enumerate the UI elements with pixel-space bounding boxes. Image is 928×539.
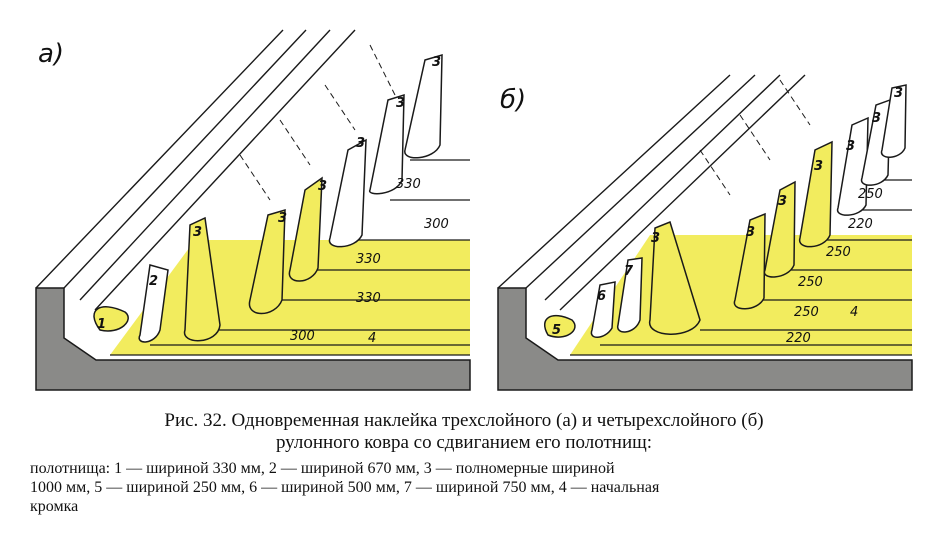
panel-a-dashed-joints — [239, 44, 396, 201]
edge-number: 4 — [850, 305, 858, 320]
roll-sheet-diagram: а) — [35, 29, 913, 391]
panel-a-dimensions: 330 300 330 330 300 4 — [290, 177, 449, 346]
figure-caption-title: Рис. 32. Одновременная наклейка трехслой… — [0, 410, 928, 454]
edge-number: 4 — [368, 331, 376, 346]
caption-line: Рис. 32. Одновременная наклейка трехслой… — [164, 410, 764, 431]
sheet-number: 3 — [396, 96, 405, 111]
legend-line: 1000 мм, 5 — шириной 250 мм, 6 — шириной… — [30, 479, 660, 496]
sheet-number: 3 — [193, 225, 202, 240]
legend-line: полотнища: 1 — шириной 330 мм, 2 — ширин… — [30, 460, 615, 477]
dimension-label: 330 — [356, 291, 381, 306]
dimension-label: 220 — [848, 217, 873, 232]
sheet-number: 3 — [778, 194, 787, 209]
sheet-number: 5 — [552, 323, 561, 338]
sheet-number: 3 — [651, 231, 660, 246]
panel-a-rolls — [93, 53, 443, 343]
sheet-number: 3 — [846, 139, 855, 154]
panel-a-slope-lines — [35, 29, 356, 311]
panel-b-sheet-numbers: 5 6 7 3 3 3 3 3 3 3 — [552, 86, 903, 338]
panel-b-rolls — [543, 84, 907, 338]
dimension-label: 300 — [424, 217, 449, 232]
dimension-label: 250 — [858, 187, 883, 202]
sheet-number: 3 — [872, 111, 881, 126]
panel-a: а) — [35, 29, 471, 391]
figure-caption-legend: полотнища: 1 — шириной 330 мм, 2 — ширин… — [30, 459, 910, 516]
dimension-label: 250 — [794, 305, 819, 320]
sheet-number: 3 — [814, 159, 823, 174]
dimension-label: 250 — [798, 275, 823, 290]
sheet-number: 3 — [278, 211, 287, 226]
dimension-label: 250 — [826, 245, 851, 260]
sheet-number: 3 — [746, 225, 755, 240]
panel-b-dimensions: 250 220 250 250 250 220 4 — [786, 187, 883, 346]
panel-a-label: а) — [38, 39, 64, 69]
sheet-number: 3 — [356, 136, 365, 151]
panel-b-slope-lines — [497, 74, 806, 311]
panel-a-layer-lines — [110, 159, 470, 356]
sheet-number: 6 — [597, 289, 606, 304]
dimension-label: 330 — [356, 252, 381, 267]
panel-a-sheet-numbers: 1 2 3 3 3 3 3 3 — [97, 55, 441, 332]
dimension-label: 220 — [786, 331, 811, 346]
sheet-number: 7 — [624, 264, 634, 279]
sheet-number: 3 — [894, 86, 903, 101]
panel-a-base — [35, 287, 471, 391]
sheet-number: 3 — [432, 55, 441, 70]
panel-b: б) — [497, 74, 913, 391]
caption-line: рулонного ковра со сдвиганием его полотн… — [275, 432, 653, 453]
dimension-label: 330 — [396, 177, 421, 192]
panel-b-label: б) — [500, 85, 526, 115]
panel-b-base — [497, 287, 913, 391]
panel-b-dashed-joints — [699, 79, 811, 196]
sheet-number: 3 — [318, 179, 327, 194]
dimension-label: 300 — [290, 329, 315, 344]
legend-line: кромка — [30, 498, 79, 515]
sheet-number: 1 — [97, 317, 106, 332]
sheet-number: 2 — [149, 274, 158, 289]
